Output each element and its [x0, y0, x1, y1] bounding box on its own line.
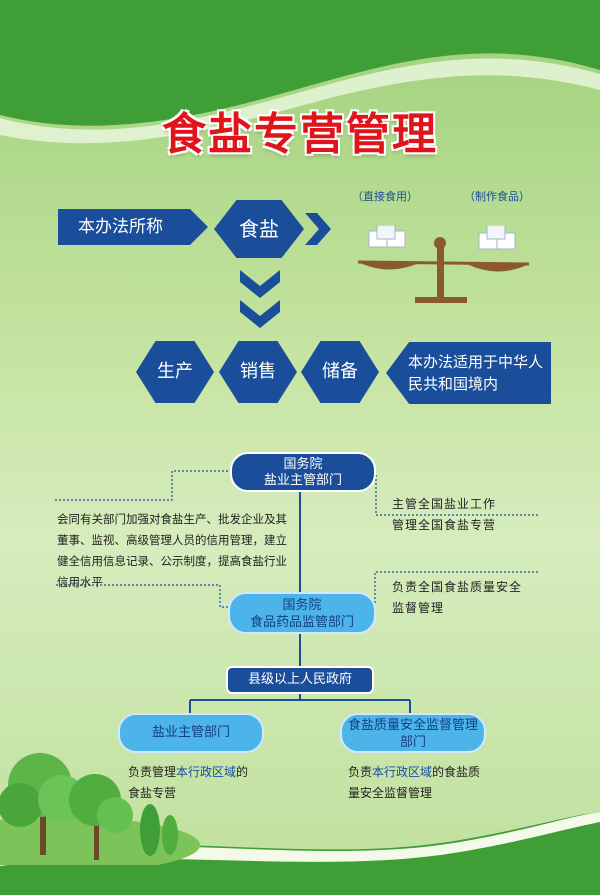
- local-salt-duty-prefix: 负责管理: [128, 765, 177, 779]
- state-council-fda-node: 国务院 食品药品监管部门: [228, 592, 376, 634]
- local-quality-authority-node: 食盐质量安全监督管理部门: [340, 713, 486, 753]
- local-salt-duty: 负责管理本行政区域的食盐专营: [128, 762, 258, 804]
- food-making-caption: （制作食品）: [464, 190, 530, 203]
- credit-management-text: 会同有关部门加强对食盐生产、批发企业及其董事、监视、高级管理人员的信用管理，建立…: [57, 512, 287, 589]
- direct-use-caption: （直接食用）: [352, 190, 418, 203]
- scope-box: 本办法适用于中华人民共和国境内: [386, 342, 551, 404]
- salt-duty-1: 主管全国盐业工作: [392, 497, 497, 511]
- chevron-right-icon: [305, 213, 331, 245]
- local-quality-duty-highlight: 本行政区域: [372, 765, 433, 779]
- page-title: 食盐专营管理: [162, 109, 438, 160]
- trees-illustration: [0, 753, 200, 865]
- chevron-down-double-icon: [240, 270, 280, 328]
- stage-production: 生产: [136, 341, 214, 403]
- label-arrow: 本办法所称: [58, 209, 208, 245]
- state-council-label: 国务院: [283, 457, 323, 472]
- county-government-node: 县级以上人民政府: [226, 666, 374, 694]
- salt-hexagon: 食盐: [214, 200, 304, 258]
- local-quality-duty-prefix: 负责: [348, 765, 373, 779]
- local-salt-duty-highlight: 本行政区域: [176, 765, 237, 779]
- balance-scale-icon: [357, 225, 530, 303]
- local-salt-authority-node: 盐业主管部门: [118, 713, 264, 753]
- state-council-2-label: 国务院: [282, 598, 322, 613]
- local-quality-duty-suffix: 的食盐质量安全监督管理: [348, 765, 481, 800]
- local-quality-duty: 负责本行政区域的食盐质量安全监督管理: [348, 762, 488, 804]
- salt-authority-duties: 主管全国盐业工作 管理全国食盐专营: [392, 494, 496, 536]
- fda-duty: 负责全国食盐质量安全监督管理: [392, 580, 523, 615]
- salt-duty-2: 管理全国食盐专营: [392, 518, 497, 532]
- local-salt-duty-suffix: 的食盐专营: [128, 765, 249, 800]
- stage-storage: 储备: [301, 341, 379, 403]
- fda-label: 食品药品监管部门: [249, 615, 354, 630]
- state-council-salt-node: 国务院 盐业主管部门: [230, 452, 376, 492]
- salt-authority-label: 盐业主管部门: [263, 473, 342, 488]
- stage-sales: 销售: [219, 341, 297, 403]
